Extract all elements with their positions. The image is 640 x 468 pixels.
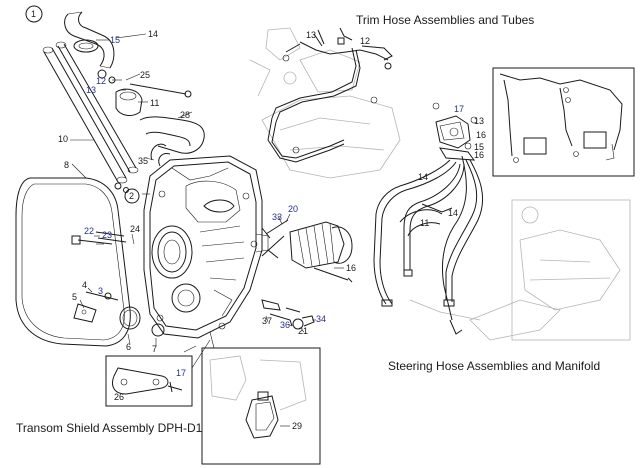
callout-2: 2 xyxy=(129,191,134,201)
callout-circle-1 xyxy=(25,5,43,23)
callout-7: 7 xyxy=(152,344,157,354)
callout-35: 35 xyxy=(138,156,148,166)
callout-steer-16: 16 xyxy=(476,130,486,140)
callout-labels: 1 2 14 15 25 12 13 11 28 35 10 8 22 23 2… xyxy=(25,5,486,431)
callout-trim-12: 12 xyxy=(360,36,370,46)
callout-8: 8 xyxy=(64,160,69,170)
transom-shield-housing xyxy=(143,155,269,339)
callout-20: 20 xyxy=(288,204,298,214)
callout-10: 10 xyxy=(58,134,68,144)
callout-29: 29 xyxy=(292,421,302,431)
callout-26: 26 xyxy=(114,392,124,402)
callout-12: 12 xyxy=(96,76,106,86)
callout-22: 22 xyxy=(84,226,94,236)
callout-steer-14a: 14 xyxy=(418,172,428,182)
callout-11: 11 xyxy=(150,98,159,108)
steering-inset xyxy=(492,67,635,177)
callout-steer-15: 15 xyxy=(474,142,484,152)
fittings-right-of-housing xyxy=(261,299,315,330)
callout-34: 34 xyxy=(316,314,326,324)
callout-5: 5 xyxy=(72,292,77,302)
callout-steer-17: 17 xyxy=(454,104,464,114)
sensor-inset xyxy=(201,331,321,465)
callout-37: 37 xyxy=(262,316,272,326)
callout-28: 28 xyxy=(180,110,190,120)
title-steering-hose: Steering Hose Assemblies and Manifold xyxy=(388,359,600,373)
callout-circle-2 xyxy=(124,188,140,204)
callout-16: 16 xyxy=(346,263,356,273)
callout-6: 6 xyxy=(126,342,131,352)
callout-23: 23 xyxy=(102,230,112,240)
callout-steer-18: 16 xyxy=(474,150,484,160)
callout-21: 21 xyxy=(298,326,308,336)
callout-steer-11: 11 xyxy=(420,218,429,228)
callout-steer-13: 13 xyxy=(474,116,484,126)
callout-17-inset: 17 xyxy=(176,368,186,378)
callout-14: 14 xyxy=(148,29,158,39)
callout-steer-14b: 14 xyxy=(448,208,458,218)
callout-4: 4 xyxy=(82,280,87,290)
steering-ghost-detail xyxy=(409,199,631,341)
callout-3: 3 xyxy=(98,286,103,296)
callout-15: 15 xyxy=(110,35,120,45)
title-trim-hose: Trim Hose Assemblies and Tubes xyxy=(356,13,534,27)
steering-hoses xyxy=(373,102,484,335)
callout-24: 24 xyxy=(130,224,140,234)
callout-trim-13: 13 xyxy=(306,30,316,40)
trim-tubes xyxy=(267,27,393,163)
callout-36: 36 xyxy=(280,320,290,330)
leader-lines xyxy=(70,33,344,353)
title-transom-shield: Transom Shield Assembly DPH-D1 xyxy=(16,421,203,435)
callout-1: 1 xyxy=(31,9,36,19)
exhaust-hose-assembly xyxy=(15,11,205,347)
bracket-inset xyxy=(105,339,211,407)
bolts-and-brackets-left xyxy=(71,231,165,337)
callout-33: 33 xyxy=(272,212,282,222)
callout-13: 13 xyxy=(86,85,96,95)
bellows-and-studs xyxy=(261,219,353,283)
callout-25: 25 xyxy=(140,70,150,80)
trim-ghost-engine xyxy=(249,27,401,179)
